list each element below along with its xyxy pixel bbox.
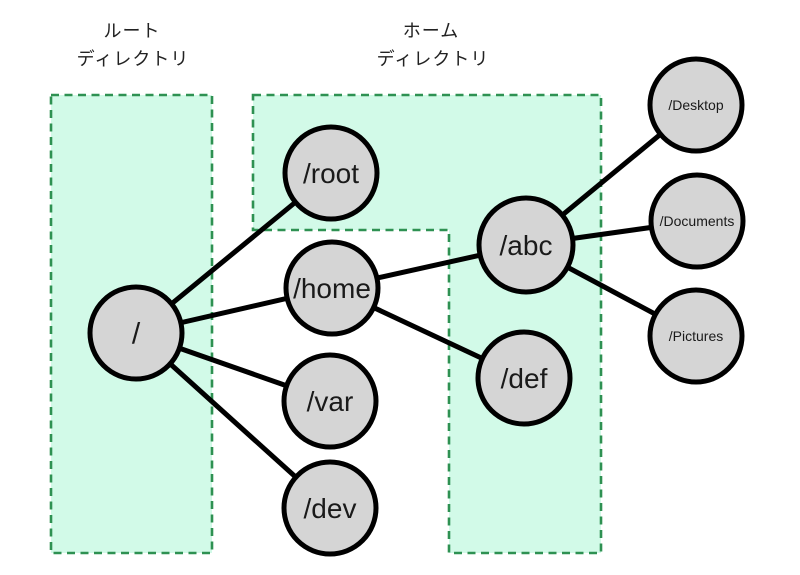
node-var-circle	[281, 352, 379, 450]
node-desktop-label: /Desktop	[668, 97, 723, 113]
node-slash-circle	[87, 284, 185, 382]
node-var-label: /var	[307, 386, 354, 417]
node-var: /var	[281, 352, 379, 450]
node-def-label: /def	[501, 363, 548, 394]
node-documents: /Documents	[648, 172, 746, 270]
node-abc: /abc	[476, 195, 576, 295]
node-dev: /dev	[281, 459, 379, 557]
node-pictures-label: /Pictures	[669, 328, 723, 344]
home-directory-title-line2: ディレクトリ	[377, 49, 490, 69]
node-slash-label: /	[132, 318, 141, 351]
node-pictures: /Pictures	[647, 287, 745, 385]
node-home-label: /home	[293, 273, 371, 304]
root-directory-title-line1: ルート	[104, 21, 161, 41]
node-def-circle	[475, 329, 573, 427]
node-home: /home	[283, 239, 381, 337]
node-desktop: /Desktop	[647, 56, 745, 154]
node-root: /root	[282, 124, 380, 222]
node-documents-label: /Documents	[660, 213, 735, 229]
node-dev-label: /dev	[304, 493, 357, 524]
node-def: /def	[475, 329, 573, 427]
node-pictures-circle	[647, 287, 745, 385]
node-abc-label: /abc	[500, 230, 553, 261]
node-dev-circle	[281, 459, 379, 557]
home-directory-title-line1: ホーム	[403, 21, 459, 41]
node-documents-circle	[648, 172, 746, 270]
node-slash: /	[87, 284, 185, 382]
node-home-circle	[283, 239, 381, 337]
node-abc-circle	[476, 195, 576, 295]
node-root-circle	[282, 124, 380, 222]
root-directory-title-line2: ディレクトリ	[77, 49, 190, 69]
node-root-label: /root	[303, 158, 359, 189]
node-desktop-circle	[647, 56, 745, 154]
